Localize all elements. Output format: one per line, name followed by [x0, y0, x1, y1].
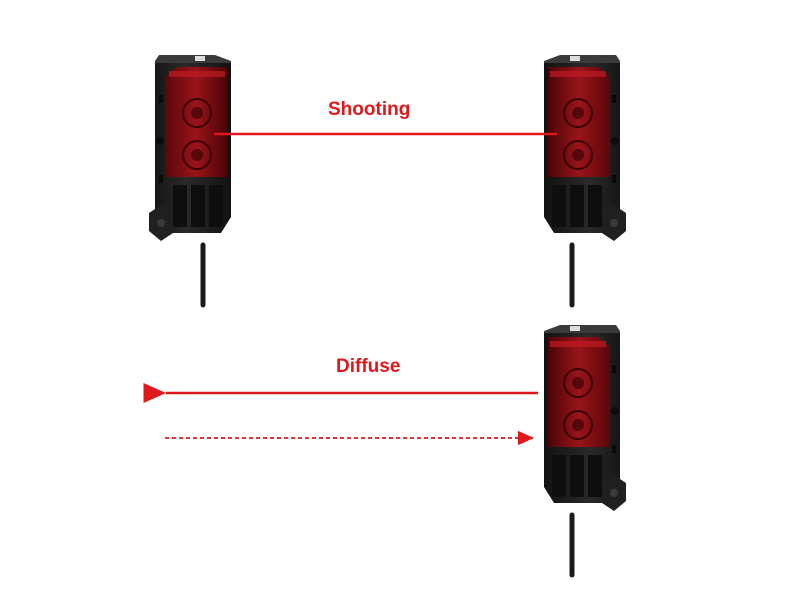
shooting-label: Shooting — [328, 99, 411, 120]
photoelectric-sensor-icon — [149, 55, 231, 305]
photoelectric-sensor-icon — [544, 55, 626, 305]
diffuse-label: Diffuse — [336, 356, 401, 377]
photoelectric-sensor-icon — [544, 325, 626, 575]
